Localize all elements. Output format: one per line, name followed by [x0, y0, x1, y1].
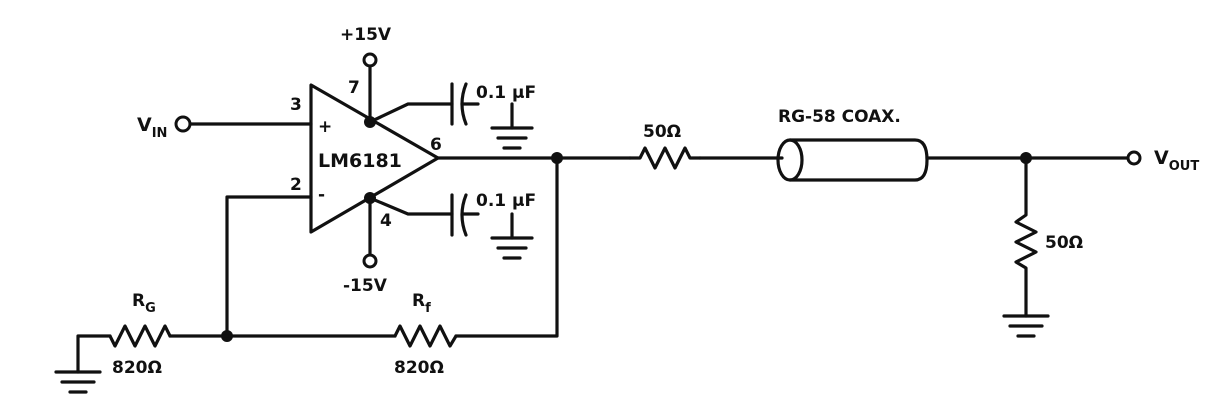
vin-label: VIN: [137, 114, 167, 141]
pin-7-label: 7: [348, 78, 360, 98]
negative-supply-label: -15V: [343, 276, 388, 296]
rf-value: 820Ω: [394, 358, 444, 378]
bypass-capacitor-top: 0.1 μF: [368, 82, 536, 150]
vout-terminal[interactable]: [1126, 150, 1142, 166]
pin-2-label: 2: [290, 175, 302, 195]
series-resistor: 50Ω: [628, 122, 784, 170]
coax-label: RG-58 COAX.: [778, 107, 901, 127]
positive-supply-terminal[interactable]: [362, 52, 378, 68]
opamp-name: LM6181: [318, 150, 402, 172]
coax-cable: RG-58 COAX.: [776, 107, 1131, 182]
rf-label: Rf: [412, 291, 431, 316]
input-terminal-group: VIN: [137, 114, 313, 141]
vout-label: VOUT: [1154, 147, 1199, 174]
positive-supply-label: +15V: [340, 25, 392, 45]
bypass-capacitor-bottom: 0.1 μF: [368, 191, 536, 260]
rg-value: 820Ω: [112, 358, 162, 378]
pin-6-label: 6: [430, 135, 442, 155]
negative-supply-terminal[interactable]: [362, 253, 378, 269]
rg-label: RG: [132, 291, 156, 316]
output-terminal-group: VOUT: [1126, 147, 1199, 174]
pin-4-label: 4: [380, 211, 392, 231]
noninverting-sign: +: [318, 117, 332, 137]
series-resistor-value: 50Ω: [643, 122, 681, 142]
negative-supply: -15V: [343, 192, 388, 296]
pin-3-label: 3: [290, 95, 302, 115]
positive-supply: +15V: [340, 25, 392, 128]
output-network: [436, 152, 632, 338]
inverting-network: Rf 820Ω RG 820Ω: [54, 195, 458, 394]
load-resistor-value: 50Ω: [1045, 233, 1083, 253]
inverting-sign: -: [318, 185, 325, 205]
vin-terminal[interactable]: [174, 115, 192, 133]
load-resistor: 50Ω: [1002, 156, 1083, 338]
capacitor-bottom-value: 0.1 μF: [476, 191, 536, 211]
opamp: LM6181 + -: [309, 83, 440, 234]
capacitor-top-value: 0.1 μF: [476, 83, 536, 103]
